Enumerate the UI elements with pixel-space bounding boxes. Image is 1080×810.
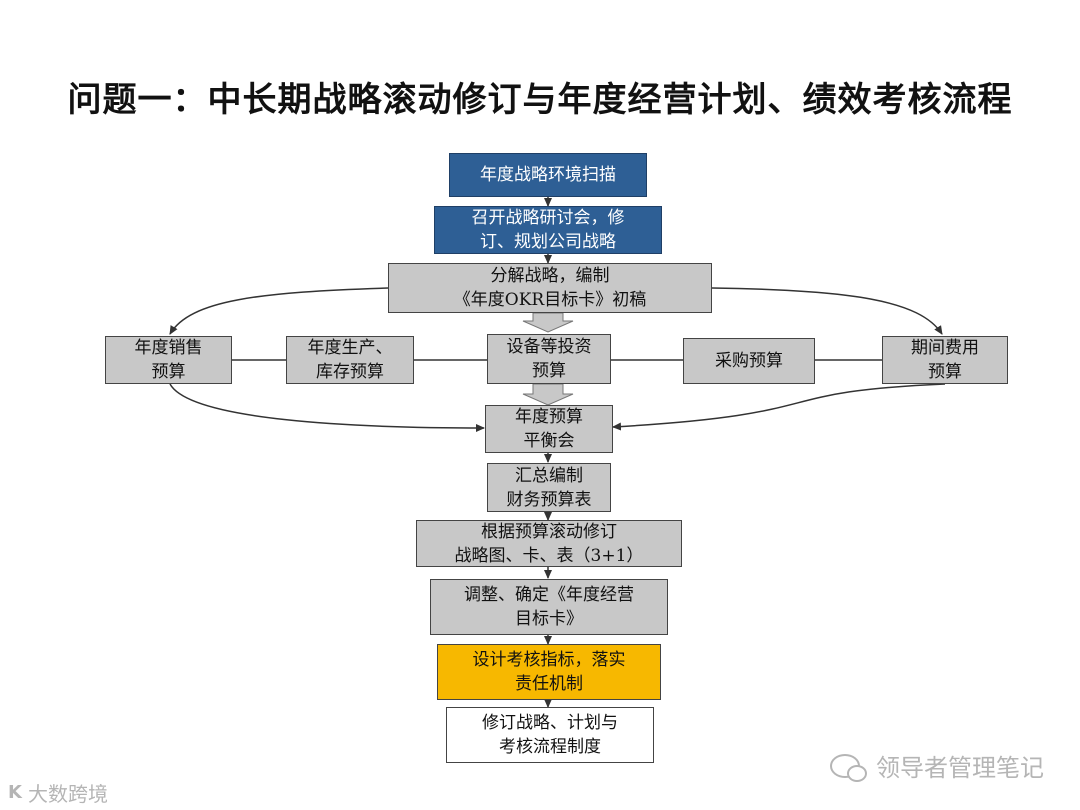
node-kpi-responsibility: 设计考核指标，落实 责任机制 bbox=[437, 644, 661, 700]
node-procurement-budget: 采购预算 bbox=[683, 338, 815, 384]
block-arrow-n3-n4c bbox=[522, 312, 574, 333]
curve-n4a-n5 bbox=[169, 383, 485, 432]
node-budget-balance-meeting: 年度预算 平衡会 bbox=[485, 405, 613, 453]
node-annual-strategy-scan: 年度战略环境扫描 bbox=[449, 153, 647, 197]
wechat-icon bbox=[830, 753, 867, 782]
watermark-right: 领导者管理笔记 bbox=[830, 748, 1044, 783]
node-rolling-revision: 根据预算滚动修订 战略图、卡、表（3+1） bbox=[416, 520, 682, 567]
node-production-inventory-budget: 年度生产、 库存预算 bbox=[286, 336, 414, 384]
curve-n4e-n5 bbox=[612, 383, 946, 431]
node-revise-process-system: 修订战略、计划与 考核流程制度 bbox=[446, 707, 654, 763]
node-strategy-workshop: 召开战略研讨会，修 订、规划公司战略 bbox=[434, 206, 662, 254]
node-equipment-investment-budget: 设备等投资 预算 bbox=[487, 334, 611, 384]
node-sales-budget: 年度销售 预算 bbox=[105, 336, 232, 384]
node-annual-operating-target-card: 调整、确定《年度经营 目标卡》 bbox=[430, 579, 668, 635]
curve-n3-n4a bbox=[169, 287, 389, 335]
watermark-right-text: 领导者管理笔记 bbox=[876, 754, 1044, 782]
node-financial-budget-table: 汇总编制 财务预算表 bbox=[487, 463, 611, 512]
logo-icon: K bbox=[8, 782, 22, 803]
node-okr-draft: 分解战略，编制 《年度OKR目标卡》初稿 bbox=[388, 263, 712, 313]
watermark-left: K 大数跨境 bbox=[8, 778, 108, 807]
node-period-expense-budget: 期间费用 预算 bbox=[882, 336, 1008, 384]
page-title: 问题一：中长期战略滚动修订与年度经营计划、绩效考核流程 bbox=[67, 80, 1013, 120]
curve-n3-n4e bbox=[711, 287, 943, 335]
block-arrow-n4c-n5 bbox=[522, 383, 574, 406]
watermark-left-text: 大数跨境 bbox=[27, 782, 108, 806]
